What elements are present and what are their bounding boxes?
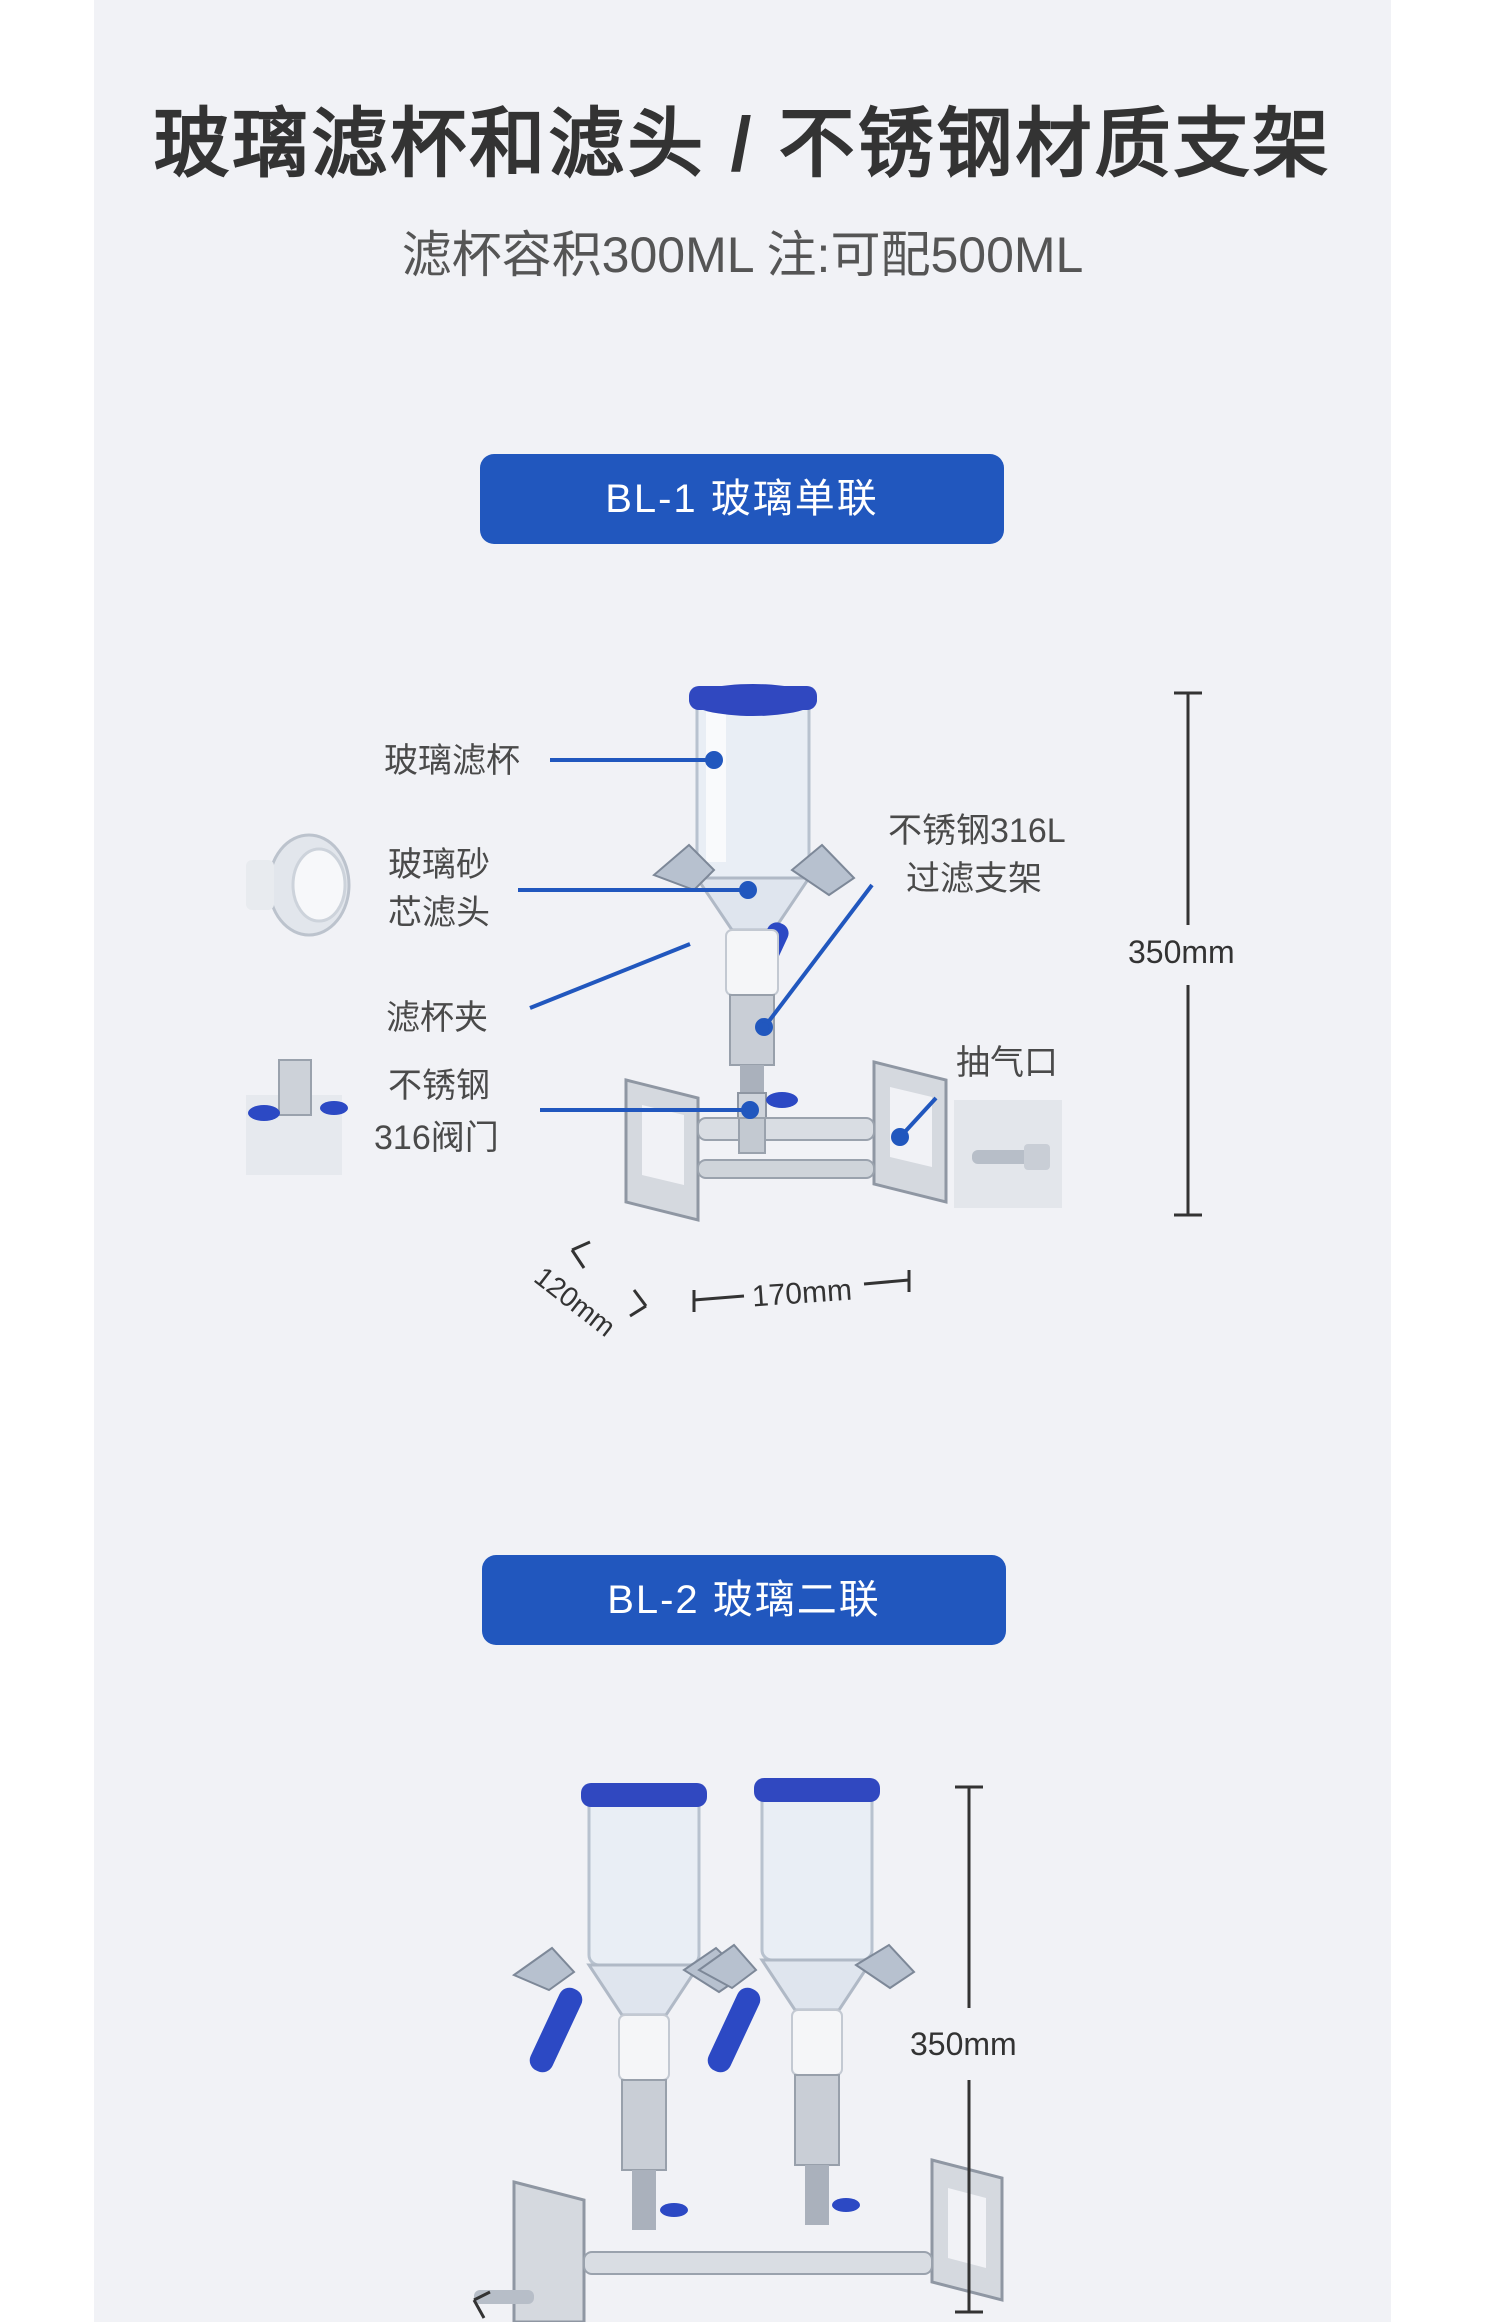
label-vacuum-port: 抽气口 <box>956 1044 1058 1082</box>
filter-head-thumbnail <box>246 833 351 937</box>
content-panel: 玻璃滤杯和滤头 / 不锈钢材质支架 滤杯容积300ML 注:可配500ML BL… <box>94 0 1391 2322</box>
bl2-cup-right <box>697 1778 916 2225</box>
leader-lines <box>518 751 938 1146</box>
bl1-height-label: 350mm <box>1124 930 1239 974</box>
label-support-line2: 过滤支架 <box>906 860 1042 898</box>
label-valve-line1: 不锈钢 <box>388 1067 490 1105</box>
bl2-height-dimension <box>955 1785 983 2314</box>
valve-thumbnail <box>246 1059 348 1175</box>
label-clamp: 滤杯夹 <box>386 999 488 1037</box>
label-filter-head-line2: 芯滤头 <box>388 894 490 932</box>
bl2-stand <box>474 2158 1004 2322</box>
label-filter-head-line1: 玻璃砂 <box>388 846 490 884</box>
bl1-illustration <box>246 684 1202 1318</box>
page-title: 玻璃滤杯和滤头 / 不锈钢材质支架 <box>153 102 1332 187</box>
bl1-depth-dimension <box>570 1240 648 1318</box>
bl2-depth-dimension-partial <box>472 2290 491 2319</box>
label-support-line1: 不锈钢316L <box>888 812 1066 850</box>
bl1-width-dimension <box>692 1270 911 1312</box>
bl2-height-label: 350mm <box>906 2022 1021 2066</box>
label-glass-cup: 玻璃滤杯 <box>384 742 520 780</box>
page-subtitle: 滤杯容积300ML 注:可配500ML <box>401 227 1084 283</box>
bl1-badge: BL-1 玻璃单联 <box>480 454 1004 544</box>
stand-illustration <box>624 1060 948 1222</box>
bl2-cup-left <box>511 1783 746 2230</box>
bl2-badge: BL-2 玻璃二联 <box>482 1555 1006 1645</box>
vacuum-port-thumbnail <box>954 1100 1062 1208</box>
bl2-illustration <box>472 1778 1004 2322</box>
bl1-height-dimension <box>1174 691 1202 1217</box>
label-valve-line2: 316阀门 <box>374 1119 499 1157</box>
glass-cup-illustration <box>689 684 817 932</box>
